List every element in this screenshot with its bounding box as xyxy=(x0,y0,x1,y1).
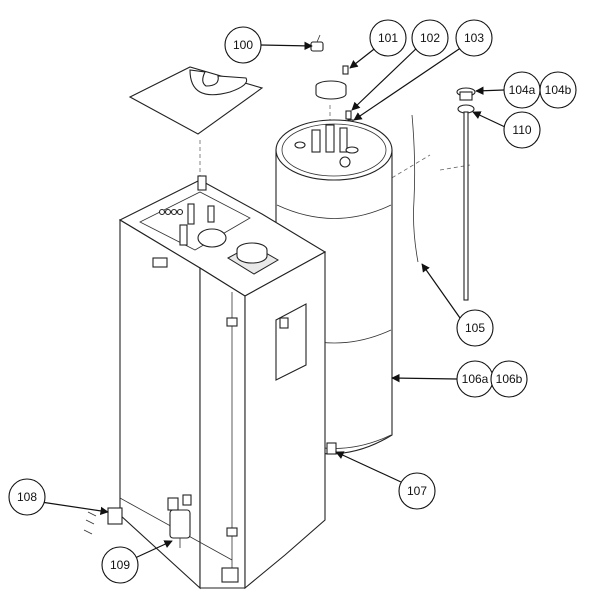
callout-102-label: 102 xyxy=(420,31,440,45)
callout-107-label: 107 xyxy=(407,484,427,498)
callout-106a-label: 106a xyxy=(462,372,489,386)
leader-lines xyxy=(40,41,506,559)
callout-108-label: 108 xyxy=(17,490,37,504)
callout-109-label: 109 xyxy=(110,558,130,572)
callout-105-label: 105 xyxy=(465,321,485,335)
callout-110-label: 110 xyxy=(512,123,531,137)
callout-103-label: 103 xyxy=(464,31,484,45)
callout-108: 108 xyxy=(8,478,46,516)
callout-100-label: 100 xyxy=(233,38,253,52)
callout-106b: 106b xyxy=(490,360,528,398)
callout-106a: 106a xyxy=(456,360,494,398)
tank-fittings xyxy=(342,65,354,130)
callout-107: 107 xyxy=(398,472,436,510)
callout-103: 103 xyxy=(455,19,493,57)
callout-104a-label: 104a xyxy=(509,83,536,97)
gasket-plate xyxy=(128,66,264,135)
anode-rod xyxy=(456,87,476,301)
callout-104b-label: 104b xyxy=(545,83,572,97)
callout-109: 109 xyxy=(101,546,139,584)
callout-106b-label: 106b xyxy=(496,372,523,386)
temperature-probe xyxy=(411,114,419,263)
tank-cap xyxy=(315,80,347,100)
callout-101-label: 101 xyxy=(378,31,398,45)
boiler-unit xyxy=(83,175,327,590)
callout-102: 102 xyxy=(411,19,449,57)
sensor-connector xyxy=(310,34,324,52)
callout-110: 110 xyxy=(503,111,541,149)
callout-100: 100 xyxy=(224,26,262,64)
callout-101: 101 xyxy=(369,19,407,57)
callout-104a: 104a xyxy=(503,71,541,109)
callout-104b: 104b xyxy=(539,71,577,109)
callout-105: 105 xyxy=(456,309,494,347)
